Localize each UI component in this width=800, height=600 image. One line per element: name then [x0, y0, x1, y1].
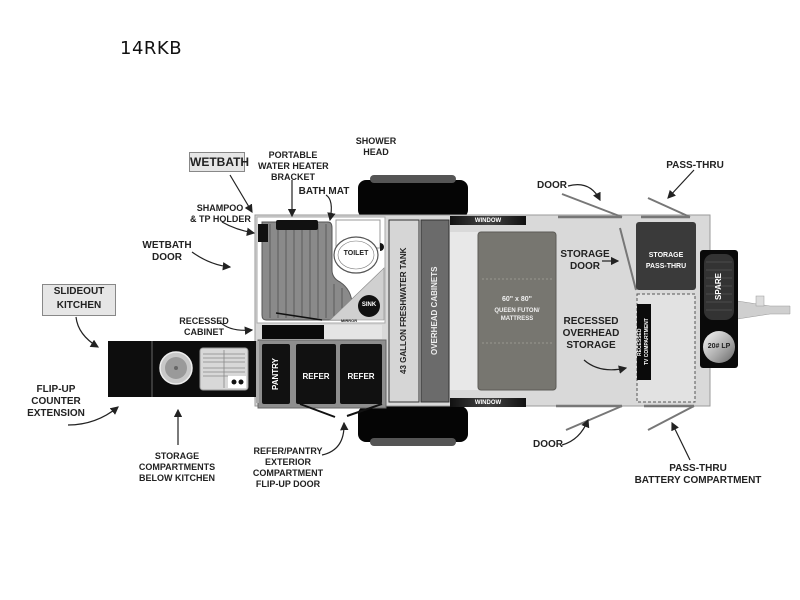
fixture-overhead-cabinets: OVERHEAD CABINETS — [430, 266, 439, 356]
callout-recessed-cabinet: RECESSED CABINET — [179, 316, 229, 337]
fixture-mirror: MIRROR — [340, 318, 358, 323]
callout-door-top: DOOR — [537, 180, 567, 191]
callout-portable-water-heater: PORTABLE WATER HEATER BRACKET — [258, 150, 329, 182]
fixture-bed-size: 60" x 80" — [502, 296, 532, 303]
arrow-bath-mat — [325, 194, 336, 222]
fixture-refer-1: REFER — [302, 372, 330, 381]
callout-pass-thru-top: PASS-THRU — [666, 160, 724, 171]
fixture-toilet: TOILET — [343, 250, 369, 257]
storage-pass-thru — [636, 222, 696, 290]
lp-tank — [703, 331, 735, 363]
fixture-refer-2: REFER — [347, 372, 375, 381]
fixture-recessed-tv: RECESSED TV COMPARTMENT — [637, 318, 650, 366]
fixture-spare: SPARE — [714, 273, 723, 301]
callout-shower-head: SHOWER HEAD — [355, 136, 397, 157]
sink-basin — [358, 295, 380, 317]
callout-storage-door: STORAGE DOOR — [560, 249, 610, 272]
arrow-refer-pantry — [321, 421, 349, 456]
wetbath — [256, 216, 386, 324]
recessed-tv — [637, 304, 651, 380]
fixture-pantry: PANTRY — [271, 358, 280, 390]
callout-refer-pantry-door: REFER/PANTRY EXTERIOR COMPARTMENT FLIP-U… — [252, 446, 324, 489]
shampoo-holder — [258, 224, 268, 242]
fixture-storage-pass-thru: STORAGE PASS-THRU — [645, 252, 687, 270]
arrow-recessed-overhead — [583, 359, 628, 374]
arrow-recessed-cabinet — [219, 321, 254, 335]
fixture-window-bottom: WINDOW — [474, 400, 502, 406]
slideout-kitchen — [108, 341, 259, 403]
tire-bottom — [358, 406, 468, 446]
queen-bed — [477, 231, 557, 391]
arrow-counter — [67, 406, 119, 426]
callout-flip-up-counter: FLIP-UP COUNTER EXTENSION — [27, 384, 85, 419]
arrow-door-bottom — [561, 418, 590, 446]
callout-storage-below-kitchen: STORAGE COMPARTMENTS BELOW KITCHEN — [138, 451, 216, 483]
callout-pass-thru-battery: PASS-THRU BATTERY COMPARTMENT — [634, 463, 762, 486]
fixture-window-top: WINDOW — [474, 218, 502, 224]
overhead-cabinets — [420, 219, 450, 403]
window-bottom — [450, 398, 526, 407]
floorplan-title: 14RKB — [120, 38, 183, 59]
refer-pantry-block — [257, 339, 387, 418]
callout-door-bottom: DOOR — [533, 439, 563, 450]
window-top — [450, 216, 526, 225]
callout-bath-mat: BATH MAT — [298, 186, 350, 197]
fixture-freshwater-tank: 43 GALLON FRESHWATER TANK — [399, 247, 408, 375]
freshwater-tank — [388, 219, 420, 403]
arrow-wetbath-door — [191, 251, 232, 271]
recessed-cabinet — [262, 325, 324, 339]
tire-top — [358, 175, 468, 218]
callout-wetbath: WETBATH — [189, 152, 249, 172]
fixture-sink: SINK — [361, 302, 377, 308]
spare-lp-bay — [700, 250, 738, 368]
arrow-door-top — [567, 184, 601, 202]
callout-recessed-overhead: RECESSED OVERHEAD STORAGE — [562, 316, 620, 351]
callout-shampoo-holder: SHAMPOO & TP HOLDER — [190, 203, 251, 224]
fixture-bed-type: QUEEN FUTON/ MATTRESS — [494, 308, 540, 322]
water-heater-bracket — [276, 220, 318, 230]
arrow-pass-thru-top — [667, 169, 695, 199]
arrow-pass-thru-battery — [671, 421, 691, 461]
arrow-wetbath — [229, 174, 253, 214]
arrow-slideout — [75, 316, 100, 348]
arrow-shampoo — [221, 221, 256, 236]
fixture-lp-tank: 20# LP — [707, 343, 731, 350]
callout-wetbath-door: WETBATH DOOR — [142, 240, 192, 263]
callout-slideout-kitchen: SLIDEOUT KITCHEN — [42, 284, 116, 316]
